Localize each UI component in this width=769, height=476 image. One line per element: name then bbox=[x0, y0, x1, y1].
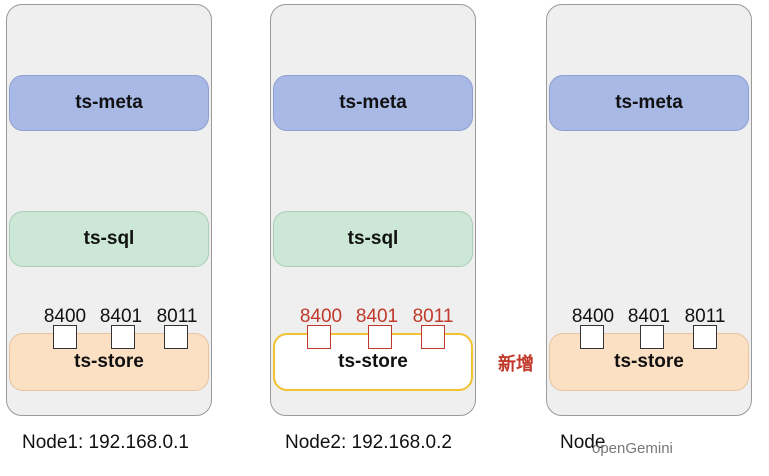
node1-port-label-8011: 8011 bbox=[156, 306, 198, 327]
node1-port-label-8401: 8401 bbox=[99, 306, 143, 327]
node2-port-box-8400 bbox=[307, 325, 331, 349]
node3-port-label-8400: 8400 bbox=[571, 306, 615, 327]
added-tag: 新增 bbox=[498, 354, 534, 374]
node2-caption: Node2: 192.168.0.2 bbox=[285, 432, 452, 453]
node3-port-box-8400 bbox=[580, 325, 604, 349]
node2-ts-meta: ts-meta bbox=[273, 75, 473, 131]
node2-port-label-8401: 8401 bbox=[355, 306, 399, 327]
node3-ts-meta: ts-meta bbox=[549, 75, 749, 131]
node1-container: ts-meta ts-sql 8400 8401 8011 ts-store bbox=[6, 4, 212, 416]
watermark: openGemini bbox=[592, 440, 673, 457]
node3-port-box-8011 bbox=[693, 325, 717, 349]
node2-port-label-8011: 8011 bbox=[412, 306, 454, 327]
node2-port-box-8011 bbox=[421, 325, 445, 349]
node2-port-label-8400: 8400 bbox=[299, 306, 343, 327]
node2-port-box-8401 bbox=[368, 325, 392, 349]
node1-port-box-8401 bbox=[111, 325, 135, 349]
node2-ts-sql: ts-sql bbox=[273, 211, 473, 267]
node1-ts-store: ts-store bbox=[9, 333, 209, 391]
node3-caption: Node bbox=[560, 432, 606, 453]
node1-ts-meta: ts-meta bbox=[9, 75, 209, 131]
node1-port-box-8400 bbox=[53, 325, 77, 349]
node3-port-label-8011: 8011 bbox=[684, 306, 726, 327]
node1-port-label-8400: 8400 bbox=[43, 306, 87, 327]
node1-caption: Node1: 192.168.0.1 bbox=[22, 432, 189, 453]
node3-port-label-8401: 8401 bbox=[627, 306, 671, 327]
node2-container: ts-meta ts-sql 8400 8401 8011 ts-store bbox=[270, 4, 476, 416]
node1-ts-sql: ts-sql bbox=[9, 211, 209, 267]
node3-container: ts-meta 8400 8401 8011 ts-store bbox=[546, 4, 752, 416]
node3-port-box-8401 bbox=[640, 325, 664, 349]
node1-port-box-8011 bbox=[164, 325, 188, 349]
